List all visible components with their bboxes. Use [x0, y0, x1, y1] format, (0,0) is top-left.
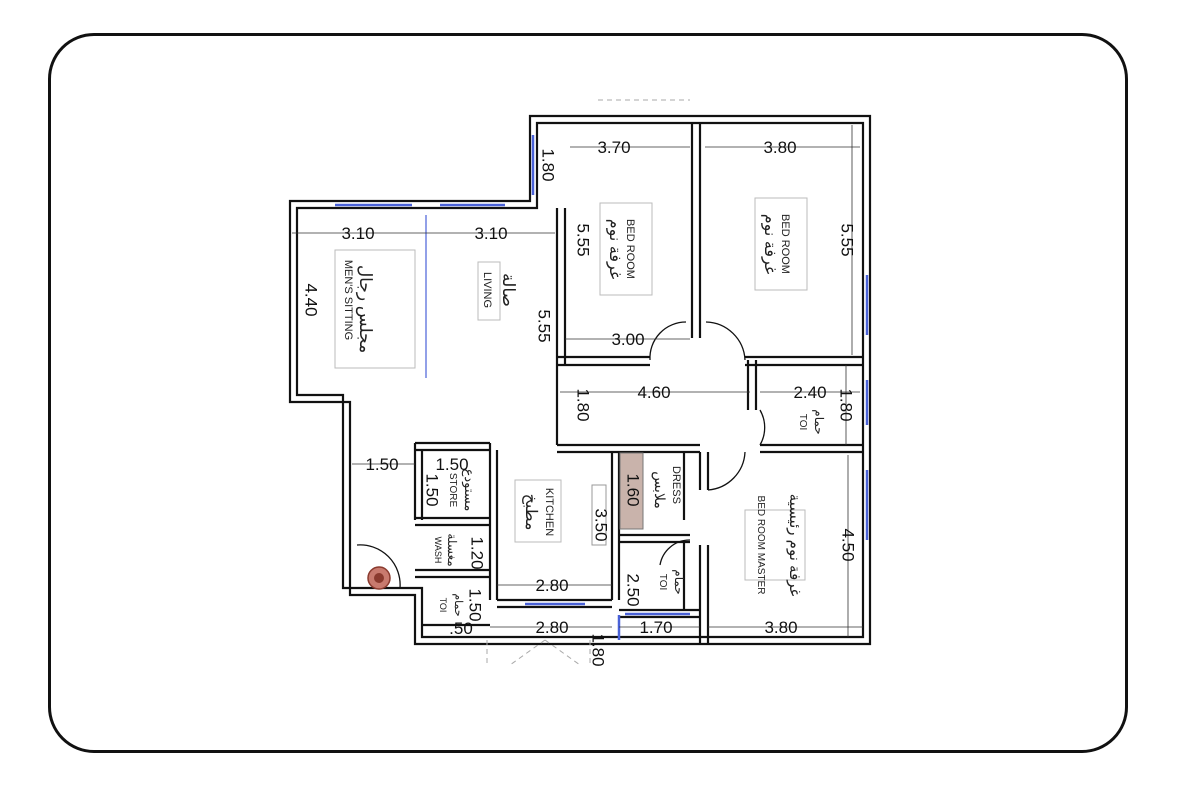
wall-kitchen-bottom — [497, 598, 612, 609]
door-toi — [759, 409, 766, 446]
dim-4-50: 4.50 — [839, 528, 858, 561]
dimension-lines — [292, 125, 863, 637]
label-toi-2-ar: حمام — [672, 569, 686, 594]
guide-lines — [486, 99, 690, 666]
label-mens-sitting-ar: مجلس رجال — [355, 265, 375, 353]
outer-wall-inner — [295, 121, 865, 639]
windows — [335, 135, 869, 640]
dim-3-10-left: 3.10 — [341, 224, 374, 243]
dim-1-80-top: 1.80 — [539, 148, 558, 181]
dim-3-70: 3.70 — [597, 138, 630, 157]
label-living-en: LIVING — [481, 272, 493, 308]
wall-store-bottom — [415, 516, 490, 527]
label-toi-1-ar: حمام — [812, 409, 826, 434]
label-toi-1-en: TOI — [797, 414, 808, 430]
dim-1-70: 1.70 — [639, 618, 672, 637]
label-living-ar: صالة — [499, 273, 518, 307]
wall-toi-left — [746, 360, 758, 410]
label-toi-2-en: TOI — [657, 574, 668, 590]
label-store-en: STORE — [447, 473, 458, 508]
label-master-ar: غرفة نوم رئيسية — [786, 494, 803, 597]
wall-toi-bottom — [760, 443, 863, 454]
dim-1-80-toi: 1.80 — [837, 388, 856, 421]
dim-5-55-bed1: 5.55 — [574, 223, 593, 256]
dim-2-40: 2.40 — [793, 383, 826, 402]
dim-3-00: 3.00 — [611, 330, 644, 349]
dim-1-50-store-h: 1.50 — [423, 473, 442, 506]
wall-wash-bottom — [415, 568, 490, 579]
door-entry — [356, 544, 401, 589]
walls — [288, 114, 872, 646]
label-bedroom2-en: BED ROOM — [779, 214, 791, 274]
wall-kitchen-right — [610, 452, 621, 600]
dim-5-55-bed2: 5.55 — [838, 223, 857, 256]
label-dress-ar: ملابس — [651, 471, 668, 509]
dim-1-80-bottom: 1.80 — [589, 633, 608, 666]
label-boxes — [334, 197, 808, 581]
doors — [356, 321, 766, 589]
dim-1-60: 1.60 — [624, 473, 643, 506]
wall-living-bed1 — [555, 208, 567, 445]
label-kitchen-ar: مطبخ — [522, 494, 539, 531]
dim-4-60: 4.60 — [637, 383, 670, 402]
dim-1-50-left: 1.50 — [365, 455, 398, 474]
label-bedroom2-ar: غرفة نوم — [761, 214, 778, 275]
wall-master-left-lower — [698, 545, 710, 644]
dim-3-80-bottom: 3.80 — [764, 618, 797, 637]
wall-bed1-bottom — [557, 355, 650, 367]
label-toi-3-ar: حمام — [452, 593, 464, 616]
dim-0-50: .50 — [449, 619, 473, 638]
wall-toi3-bottom — [619, 608, 700, 619]
room-labels: مجلس رجال MEN'S SITTING صالة LIVING BED … — [342, 214, 826, 617]
label-kitchen-en: KITCHEN — [543, 488, 555, 536]
dim-1-80-corridor: 1.80 — [574, 388, 593, 421]
label-dress-en: DRESS — [670, 466, 682, 504]
dim-5-55-living: 5.55 — [535, 309, 554, 342]
dim-1-50-store-w: 1.50 — [435, 455, 468, 474]
dim-3-10-right: 3.10 — [474, 224, 507, 243]
wall-bed1-right — [690, 123, 702, 338]
label-mens-sitting-en: MEN'S SITTING — [342, 260, 354, 340]
label-store-ar: مستودع — [461, 469, 477, 512]
dim-2-80-kitchen: 2.80 — [535, 576, 568, 595]
door-toi3 — [659, 539, 691, 566]
wall-store-block — [413, 441, 490, 520]
label-toi-3-en: TOI — [438, 598, 448, 613]
label-bedroom1-en: BED ROOM — [624, 219, 636, 279]
door-master — [707, 451, 746, 491]
door-bed1 — [649, 321, 687, 361]
dress-closet — [619, 452, 644, 530]
wall-master-left — [698, 452, 710, 490]
dim-4-40: 4.40 — [302, 283, 321, 316]
dim-2-50: 2.50 — [624, 573, 643, 606]
label-wash-ar: مغسلة — [445, 533, 459, 566]
dim-3-80-top: 3.80 — [763, 138, 796, 157]
kitchen-counter — [591, 484, 607, 546]
dim-1-50-toi: 1.50 — [466, 588, 485, 621]
stair-marker — [367, 566, 391, 590]
dim-2-80-bottom: 2.80 — [535, 618, 568, 637]
dimension-labels: 1.80 3.70 3.80 3.10 3.10 5.55 5.55 4.40 … — [302, 138, 858, 667]
wall-corridor-bottom — [557, 443, 700, 454]
wall-bed2-bottom — [745, 355, 863, 367]
label-wash-en: WASH — [433, 537, 443, 564]
wall-store-right — [488, 443, 499, 600]
outer-wall — [288, 114, 872, 646]
door-bed2 — [705, 321, 746, 361]
label-master-en: BED ROOM MASTER — [755, 496, 766, 595]
dim-3-50: 3.50 — [592, 508, 611, 541]
drawing-frame — [48, 33, 1128, 753]
dim-1-20: 1.20 — [468, 536, 487, 569]
label-bedroom1-ar: غرفة نوم — [606, 219, 623, 280]
